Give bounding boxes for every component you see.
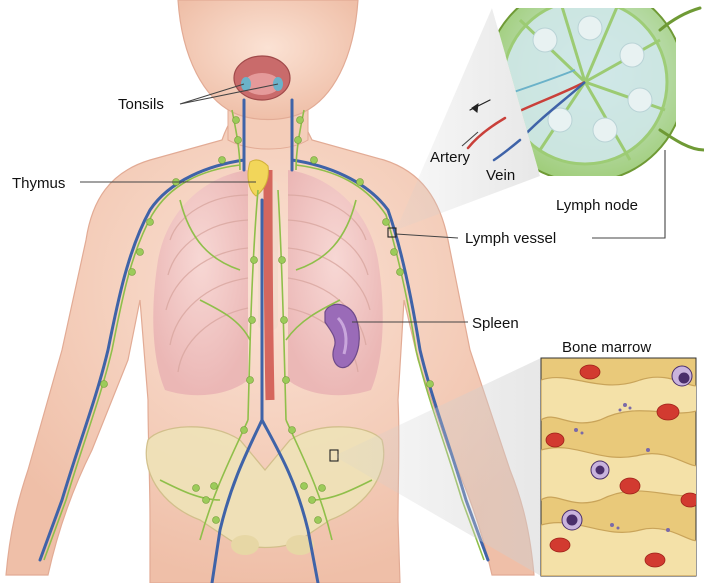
label-bone-marrow: Bone marrow (562, 339, 651, 356)
label-spleen: Spleen (472, 315, 519, 332)
label-lymph-vessel: Lymph vessel (465, 230, 556, 247)
bone-marrow-inset (541, 358, 700, 576)
label-lymph-node: Lymph node (556, 197, 638, 214)
label-artery: Artery (430, 149, 471, 166)
label-tonsils: Tonsils (118, 96, 164, 113)
label-vein: Vein (486, 167, 515, 184)
aorta (268, 170, 270, 400)
hip-socket-left (231, 535, 259, 555)
label-thymus: Thymus (12, 175, 65, 192)
